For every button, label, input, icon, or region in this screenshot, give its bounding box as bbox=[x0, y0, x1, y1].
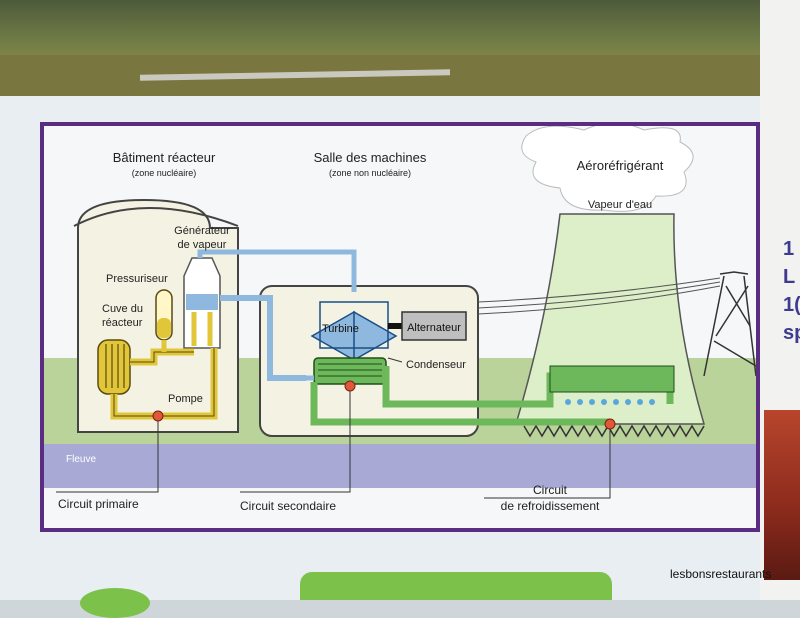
water-droplets bbox=[565, 399, 655, 405]
green-decoration-round bbox=[80, 588, 150, 618]
label-salle-sub: (zone non nucléaire) bbox=[329, 168, 411, 178]
generator-tubes bbox=[191, 312, 213, 346]
label-alternateur: Alternateur bbox=[407, 322, 461, 334]
label-pressuriseur: Pressuriseur bbox=[106, 273, 168, 285]
label-condenseur: Condenseur bbox=[406, 359, 466, 371]
river bbox=[44, 444, 756, 488]
reactor-core bbox=[105, 344, 125, 388]
green-decoration-bar bbox=[300, 572, 612, 600]
label-batiment: Bâtiment réacteur bbox=[113, 150, 216, 165]
side-text-line-1: 1 bbox=[783, 238, 795, 260]
steam-generator-water bbox=[186, 294, 218, 310]
reactor-vessel bbox=[97, 339, 131, 395]
side-text-line-3: 1( bbox=[783, 294, 800, 316]
label-cuve-2: réacteur bbox=[102, 317, 143, 329]
cooling-pump bbox=[604, 418, 616, 430]
leader-lines bbox=[56, 357, 611, 499]
label-circuit-refroid-1: Circuit bbox=[533, 483, 568, 497]
watermark: lesbonsrestaurants bbox=[670, 567, 772, 581]
label-salle: Salle des machines bbox=[314, 150, 427, 165]
cooling-loop-lower bbox=[310, 382, 610, 426]
power-line-1 bbox=[477, 277, 721, 303]
tower-base-legs bbox=[523, 424, 705, 438]
label-circuit-refroid-2: de refroidissement bbox=[501, 499, 600, 513]
condenser-tubes bbox=[318, 363, 382, 377]
label-fleuve: Fleuve bbox=[66, 454, 96, 465]
power-plant-diagram: Bâtiment réacteur (zone nucléaire) Salle… bbox=[44, 126, 756, 513]
electric-pylon bbox=[703, 271, 756, 377]
label-turbine: Turbine bbox=[322, 323, 359, 335]
steam-line bbox=[197, 249, 357, 292]
alternator-box bbox=[401, 311, 467, 341]
label-pompe: Pompe bbox=[168, 393, 203, 405]
feedwater-line bbox=[220, 295, 306, 381]
right-photo bbox=[764, 410, 800, 580]
side-text-line-4: sp bbox=[783, 322, 800, 344]
power-line-3 bbox=[477, 285, 721, 315]
label-generateur-1: Générateur bbox=[174, 225, 230, 237]
primary-pump bbox=[152, 410, 164, 422]
label-aero: Aéroréfrigérant bbox=[577, 158, 664, 173]
label-cuve-1: Cuve du bbox=[102, 303, 143, 315]
label-generateur-2: de vapeur bbox=[178, 239, 227, 251]
background-photo-top bbox=[0, 0, 800, 98]
secondary-pump bbox=[344, 380, 356, 392]
label-circuit-secondaire: Circuit secondaire bbox=[240, 499, 336, 513]
photo-field bbox=[0, 55, 770, 98]
steam-cloud bbox=[521, 126, 694, 212]
tower-heat-exchanger bbox=[549, 365, 675, 393]
label-circuit-primaire: Circuit primaire bbox=[58, 497, 139, 511]
condenser bbox=[313, 357, 387, 385]
reactor-dome bbox=[73, 207, 239, 227]
diagram-frame: Bâtiment réacteur (zone nucléaire) Salle… bbox=[40, 122, 760, 532]
label-batiment-sub: (zone nucléaire) bbox=[132, 168, 197, 178]
side-text-line-2: L bbox=[783, 266, 796, 288]
label-vapeur-eau: Vapeur d'eau bbox=[588, 199, 652, 211]
primary-loop-outline bbox=[113, 348, 215, 417]
pressurizer-liquid bbox=[157, 318, 171, 338]
power-line-2 bbox=[477, 281, 721, 309]
